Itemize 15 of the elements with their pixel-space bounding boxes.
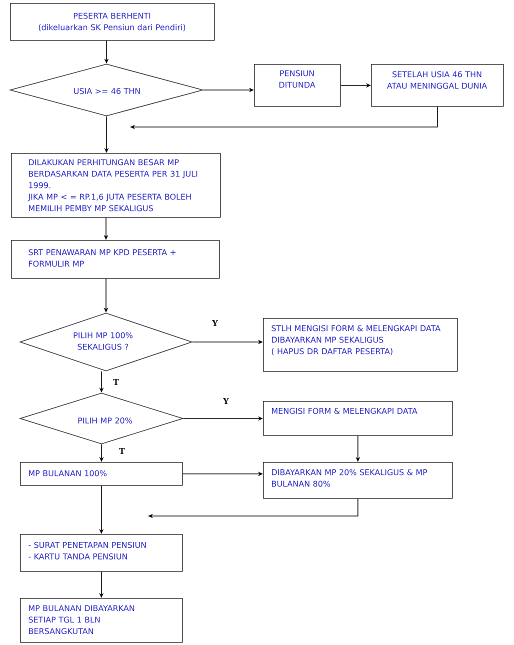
- process-box: DIBAYARKAN MP 20% SEKALIGUS & MP BULANAN 80%: [263, 462, 453, 499]
- edge-label: Y: [210, 319, 220, 327]
- process-box: MP BULANAN 100%: [20, 462, 183, 486]
- process-box: SRT PENAWARAN MP KPD PESERTA + FORMULIR MP: [11, 240, 220, 279]
- process-box: - SURAT PENETAPAN PENSIUN - KARTU TANDA PENSIUN: [20, 534, 183, 572]
- process-box: MENGISI FORM & MELENGKAPI DATA: [263, 401, 453, 436]
- process-box: SETELAH USIA 46 THN ATAU MENINGGAL DUNIA: [371, 64, 504, 107]
- process-box: PENSIUN DITUNDA: [254, 64, 341, 107]
- process-box: STLH MENGISI FORM & MELENGKAPI DATA DIBAYARKAN MP SEKALIGUS ( HAPUS DR DAFTAR PESERTA): [263, 318, 458, 372]
- process-box: PESERTA BERHENTI (dikeluarkan SK Pensiun dari Pendiri): [10, 3, 215, 41]
- edge-label: Y: [222, 397, 230, 405]
- edge-label: T: [112, 378, 120, 386]
- process-box: MP BULANAN DIBAYARKAN SETIAP TGL 1 BLN BERSANGKUTAN: [20, 598, 183, 643]
- edge-label: T: [118, 447, 126, 455]
- process-box: DILAKUKAN PERHITUNGAN BESAR MP BERDASARKAN DATA PESERTA PER 31 JULI 1999. JIKA MP < = RP.1,6 JUTA PESERTA BOLEH MEMILIH PEMBY MP SEKALIGUS: [11, 153, 221, 218]
